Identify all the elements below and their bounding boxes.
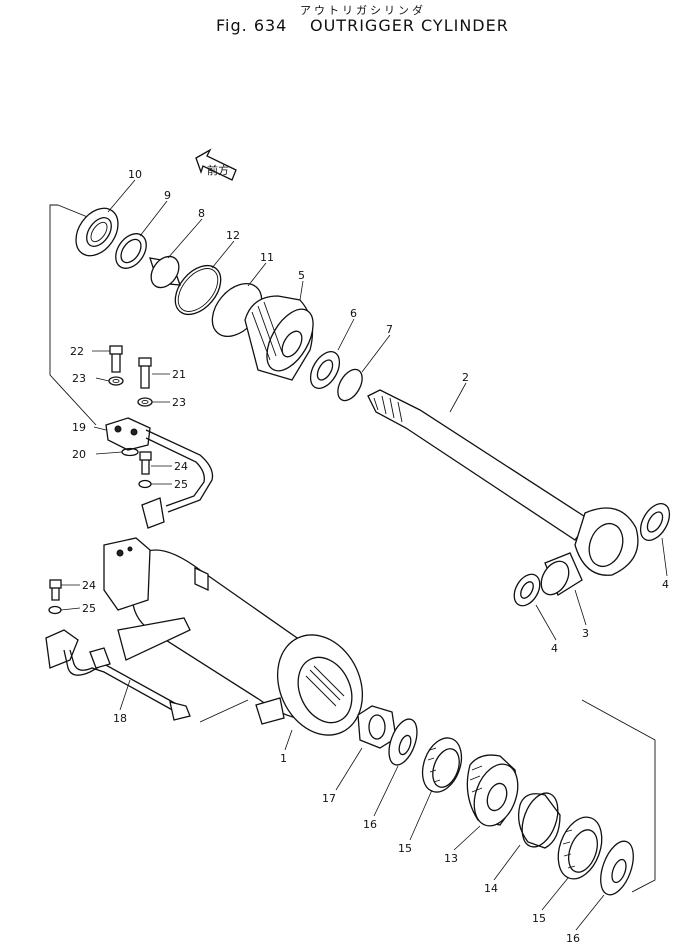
callout-15-a: 15 [398, 842, 412, 855]
callout-17: 17 [322, 792, 336, 805]
part-3-pin-bush [540, 552, 583, 596]
direction-arrow-icon: 前方 [195, 148, 237, 181]
callout-24-upper: 24 [174, 460, 188, 473]
part-19-block [105, 417, 151, 451]
part-24-bolt-upper [139, 451, 152, 475]
part-23-washer-a [108, 376, 124, 386]
part-14-wear-ring [517, 792, 561, 849]
callout-21: 21 [172, 368, 186, 381]
part-15-ring-a [421, 737, 463, 793]
callout-16-b: 16 [566, 932, 580, 945]
callout-8: 8 [198, 207, 205, 220]
part-15-ring-b [557, 816, 603, 880]
callout-11: 11 [260, 251, 274, 264]
part-9-ring [115, 233, 147, 269]
part-10-seal [75, 207, 119, 257]
part-16-plate-a [388, 718, 418, 766]
part-16-plate-b [600, 840, 634, 896]
callout-23-a: 23 [72, 372, 86, 385]
callout-2: 2 [462, 371, 469, 384]
callout-19: 19 [72, 421, 86, 434]
part-7-snap-ring [337, 368, 363, 402]
callout-24-lower: 24 [82, 579, 96, 592]
callout-13: 13 [444, 852, 458, 865]
figure-number: Fig. 634 [216, 16, 288, 35]
direction-arrow-label: 前方 [207, 163, 229, 177]
part-5-gland [244, 295, 314, 381]
callout-4-right: 4 [662, 578, 669, 591]
part-4-bushing-right [639, 503, 671, 541]
title-japanese: アウトリガシリンダ [300, 4, 426, 17]
callout-5: 5 [298, 269, 305, 282]
part-23-washer-b [137, 397, 153, 407]
part-4-bushing-left [513, 573, 541, 607]
callout-25-lower: 25 [82, 602, 96, 615]
callout-9: 9 [164, 189, 171, 202]
assembly-outline [49, 204, 656, 893]
part-24-bolt-lower [49, 579, 62, 601]
callout-23-b: 23 [172, 396, 186, 409]
leader-lines [60, 179, 668, 931]
part-8-bush [149, 255, 181, 289]
callout-7: 7 [386, 323, 393, 336]
part-25-washer-lower [48, 605, 62, 615]
callout-20: 20 [72, 448, 86, 461]
part-13-piston [466, 754, 519, 827]
callout-1: 1 [280, 752, 287, 765]
callout-3: 3 [582, 627, 589, 640]
callout-12: 12 [226, 229, 240, 242]
callout-6: 6 [350, 307, 357, 320]
part-25-washer-upper [138, 479, 152, 489]
part-12-ring [174, 264, 222, 316]
callout-22: 22 [70, 345, 84, 358]
header: アウトリガシリンダ Fig. 634 OUTRIGGER CYLINDER [0, 0, 673, 40]
part-18-pipe [45, 629, 191, 721]
callout-10: 10 [128, 168, 142, 181]
callout-14: 14 [484, 882, 498, 895]
callout-25-upper: 25 [174, 478, 188, 491]
callouts: 10 9 8 12 11 5 6 7 2 4 3 4 22 23 21 23 1… [70, 168, 669, 945]
part-22-bolt [109, 345, 123, 373]
callout-18: 18 [113, 712, 127, 725]
callout-4-left: 4 [551, 642, 558, 655]
part-1-cylinder-tube [103, 537, 364, 736]
callout-15-b: 15 [532, 912, 546, 925]
pipe-upper [141, 429, 214, 529]
figure-title: OUTRIGGER CYLINDER [310, 16, 509, 35]
part-2-piston-rod [367, 389, 639, 576]
callout-16-a: 16 [363, 818, 377, 831]
part-21-bolt [138, 357, 152, 389]
part-6-bearing [309, 351, 341, 389]
